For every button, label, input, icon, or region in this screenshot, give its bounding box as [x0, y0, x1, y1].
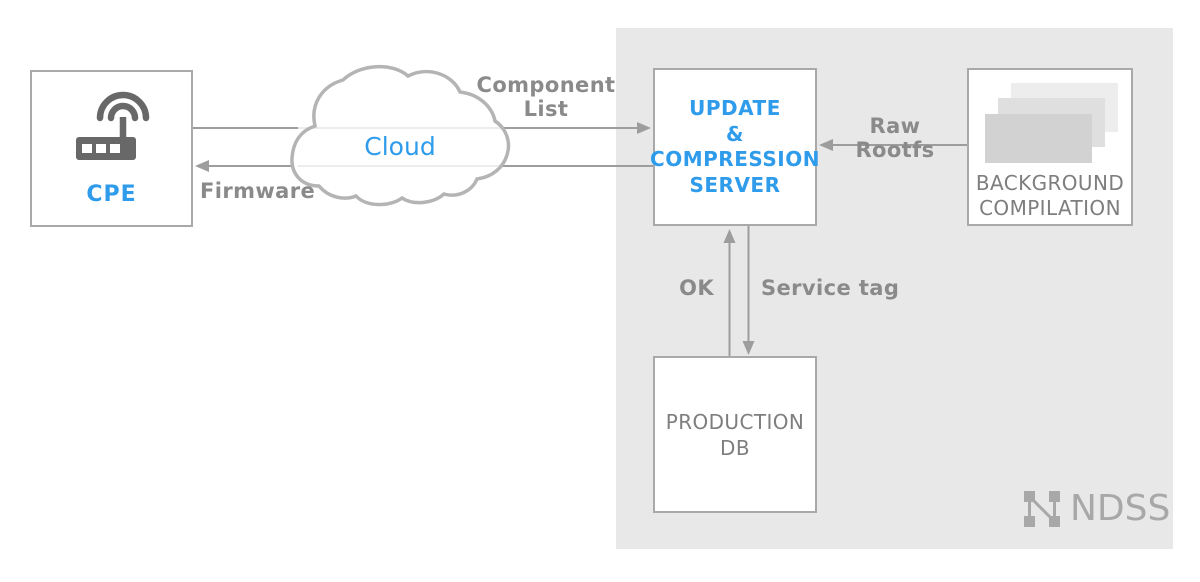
edge-raw-rootfs	[819, 139, 967, 151]
edge-label-service-tag: Service tag	[761, 276, 900, 300]
arrowhead-right-icon	[637, 122, 651, 134]
cpe-label: CPE	[86, 182, 137, 207]
cloud-label: Cloud	[364, 132, 436, 161]
stacked-file-card	[985, 114, 1092, 163]
edge-label-component-list: Component List	[476, 73, 616, 121]
router-led	[95, 144, 106, 153]
wifi-inner-arc-icon	[107, 102, 138, 122]
ndss-logo-text: NDSS	[1070, 488, 1171, 529]
update-server-label: UPDATE & COMPRESSION SERVER	[650, 96, 820, 197]
router-icon	[74, 91, 164, 165]
arrowhead-up-icon	[723, 229, 736, 243]
production-db-label: PRODUCTION DB	[665, 409, 805, 460]
edge-label-ok: OK	[679, 276, 714, 300]
node-production-db: PRODUCTION DB	[653, 356, 817, 513]
edge-service-tag	[742, 226, 755, 355]
node-update-compression-server: UPDATE & COMPRESSION SERVER	[650, 68, 820, 226]
node-background-compilation: BACKGROUND COMPILATION	[967, 68, 1133, 226]
edge-label-firmware: Firmware	[200, 179, 316, 203]
router-led	[81, 144, 92, 153]
background-compilation-label: BACKGROUND COMPILATION	[975, 171, 1125, 220]
cloud-shape	[290, 64, 511, 207]
antenna-stem	[119, 117, 126, 141]
ndss-logo: NDSS	[1024, 491, 1170, 527]
arrowhead-left-icon	[819, 139, 833, 151]
node-cpe: CPE	[30, 70, 193, 227]
ndss-logo-icon	[1024, 491, 1060, 527]
edge-ok	[723, 229, 736, 356]
router-led	[109, 144, 120, 153]
wifi-outer-arc-icon	[96, 91, 149, 122]
edge-label-raw-rootfs: Raw Rootfs	[855, 114, 935, 162]
arrowhead-down-icon	[742, 341, 755, 355]
arrowhead-left-icon	[195, 160, 209, 172]
